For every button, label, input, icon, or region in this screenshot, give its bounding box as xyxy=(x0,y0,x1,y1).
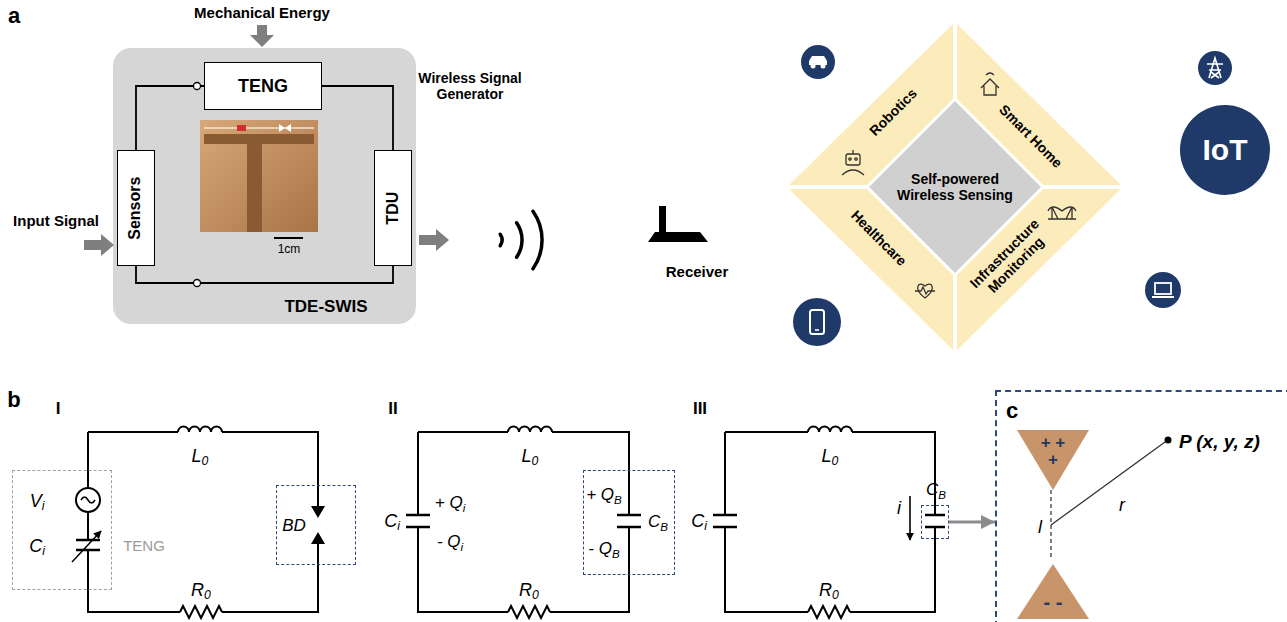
panel-letter: a xyxy=(8,3,20,28)
resistor-label: R0 xyxy=(191,580,211,601)
inductor-label: L0 xyxy=(822,446,839,467)
diamond-fill xyxy=(787,22,1123,352)
stage-number: III xyxy=(693,399,707,419)
symbol-label: BD xyxy=(282,516,306,536)
current-label: i xyxy=(897,498,901,519)
teng-model-box: ViCiTENG xyxy=(12,470,112,590)
panel-letter: c xyxy=(1006,398,1018,423)
terminal-dot xyxy=(194,83,201,90)
panel-fill xyxy=(113,48,416,324)
wave-symbol xyxy=(500,211,542,268)
resistor-label: R0 xyxy=(519,580,539,601)
capacitor-label: Ci xyxy=(384,511,400,532)
quadrant-band: Healthcare xyxy=(842,201,916,275)
receiver-label: Receiver xyxy=(666,263,729,280)
house-icon xyxy=(981,73,999,95)
receiver-icon xyxy=(648,206,708,242)
symbol-label: Vi xyxy=(30,491,45,512)
charge-label: - QB xyxy=(588,539,619,559)
heart-icon xyxy=(915,284,935,298)
node-label: Sensors xyxy=(127,176,145,239)
point-label: P (x, y, z) xyxy=(1179,431,1260,453)
node-label: TDU xyxy=(384,192,402,225)
breakdown-symbol xyxy=(311,506,325,544)
distance-label: r xyxy=(1119,495,1125,516)
node-label: Healthcare xyxy=(848,207,910,269)
process-box: Sensors xyxy=(117,150,155,266)
charge-triangle-fill xyxy=(1017,430,1089,490)
charge-label: + QB xyxy=(586,485,622,505)
scale-label: 1cm xyxy=(278,243,301,257)
phone-icon xyxy=(793,298,841,346)
device-panel-fill xyxy=(113,48,416,324)
charge-label: - Qi xyxy=(437,532,463,552)
node-label: Smart Home xyxy=(996,101,1066,171)
process-box: TDU xyxy=(374,150,412,266)
panel-letter: b xyxy=(7,387,20,412)
application-diamond-fill xyxy=(787,22,1123,352)
capacitor-box: + QB CB - QB xyxy=(583,470,675,575)
node-label: TENG xyxy=(238,76,288,97)
inductor-label: L0 xyxy=(522,446,539,467)
node-label: Self-powered Wireless Sensing xyxy=(890,171,1020,203)
arrow-connector xyxy=(949,521,995,524)
scale-bar xyxy=(274,237,303,239)
dipole-panel: + + + - - c P (x, y, z) l r xyxy=(995,390,1287,622)
device-panel: TENG Sensors TDU TDE-SWIS xyxy=(113,48,416,324)
node-label: IoT xyxy=(1203,133,1248,168)
stage-number: II xyxy=(388,399,397,419)
field-point xyxy=(1165,437,1172,444)
input-label: Input Signal xyxy=(13,212,99,229)
input-arrow xyxy=(84,234,114,256)
distance-line xyxy=(1051,442,1165,525)
node-label: Infrastructure Monitoring xyxy=(959,208,1061,310)
quadrant-band: Infrastructure Monitoring xyxy=(953,202,1066,315)
circuit-wires xyxy=(72,427,945,619)
laptop-icon xyxy=(1145,272,1181,308)
capacitor-box: CB xyxy=(921,505,949,539)
quadrant-divider xyxy=(787,22,1123,352)
symbol-label: Ci xyxy=(29,536,45,557)
tower-icon xyxy=(1198,51,1232,85)
bridge-icon xyxy=(1048,207,1076,219)
output-arrow xyxy=(419,229,449,251)
wire-connector xyxy=(322,86,393,150)
wire-connector xyxy=(136,266,393,283)
breakdown-box: BD xyxy=(276,485,356,565)
charge-label: + Qi xyxy=(435,493,465,513)
quadrant-band: Smart Home xyxy=(991,96,1072,177)
car-icon xyxy=(801,45,835,79)
robot-icon xyxy=(842,150,864,175)
node-label: Robotics xyxy=(866,85,920,139)
input-label: Mechanical Energy xyxy=(194,4,330,21)
charge-triangle-fill xyxy=(1017,564,1089,619)
inductor-label: L0 xyxy=(192,446,209,467)
quadrant-band: Robotics xyxy=(860,79,925,144)
panel-title: TDE-SWIS xyxy=(284,297,367,317)
charge-sign: - - xyxy=(1028,591,1078,614)
application-diamond: Robotics Smart HomeHealthcare Infrastructu… xyxy=(787,22,1123,352)
device-photo xyxy=(200,120,318,232)
process-box: TENG xyxy=(204,62,322,110)
capacitor-label: Ci xyxy=(691,511,707,532)
resistor-label: R0 xyxy=(819,580,839,601)
charge-triangle: - - xyxy=(1017,564,1089,619)
symbol-label: CB xyxy=(926,480,946,500)
box-caption: TENG xyxy=(123,537,165,554)
symbol-label: CB xyxy=(648,512,668,532)
length-label: l xyxy=(1038,517,1042,538)
energy-arrow xyxy=(250,25,274,47)
stage-number: I xyxy=(56,399,61,419)
charge-triangle: + + + xyxy=(1017,430,1089,490)
charge-sign: + + + xyxy=(1035,434,1071,468)
charge-fill xyxy=(1017,430,1089,490)
output-label: Wireless Signal Generator xyxy=(411,70,529,102)
charge-fill xyxy=(1017,564,1089,619)
terminal-dot xyxy=(194,280,201,287)
iot-circle: IoT xyxy=(1180,105,1270,195)
wire-connector xyxy=(136,86,204,150)
